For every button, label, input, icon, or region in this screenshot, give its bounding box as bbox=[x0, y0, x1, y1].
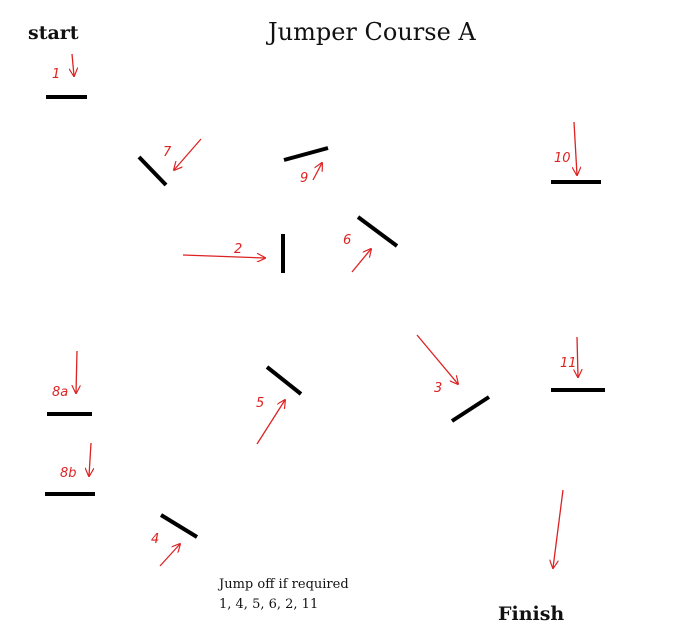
direction-arrow-4 bbox=[159, 544, 180, 567]
fence-number-7: 7 bbox=[163, 145, 172, 160]
direction-arrow-9 bbox=[312, 163, 322, 181]
fence-number-11: 11 bbox=[560, 356, 577, 371]
fence-number-2: 2 bbox=[234, 242, 242, 257]
fence-3 bbox=[450, 395, 491, 423]
jump-off-heading: Jump off if required bbox=[219, 577, 349, 592]
direction-arrow-6 bbox=[351, 249, 371, 273]
fence-7 bbox=[137, 155, 168, 187]
jump-off-sequence: 1, 4, 5, 6, 2, 11 bbox=[219, 597, 319, 612]
fence-number-6: 6 bbox=[343, 233, 351, 248]
direction-arrow-11 bbox=[577, 336, 578, 377]
direction-arrow-1 bbox=[72, 53, 74, 76]
direction-arrow-8a bbox=[76, 350, 77, 393]
fence-6 bbox=[356, 215, 399, 248]
fence-number-1: 1 bbox=[52, 67, 60, 82]
fence-number-3: 3 bbox=[434, 381, 442, 396]
fence-number-5: 5 bbox=[256, 396, 264, 411]
direction-arrow-10 bbox=[574, 121, 577, 175]
fence-number-9: 9 bbox=[300, 171, 308, 186]
direction-arrow-8b bbox=[89, 442, 91, 476]
fence-number-4: 4 bbox=[151, 532, 159, 547]
jump-off-note: Jump off if required 1, 4, 5, 6, 2, 11 bbox=[219, 575, 349, 615]
direction-arrow-2 bbox=[182, 255, 265, 258]
fence-number-8a: 8a bbox=[52, 385, 68, 400]
finish-arrow bbox=[553, 489, 564, 568]
fence-number-10: 10 bbox=[554, 151, 571, 166]
start-label: start bbox=[28, 22, 79, 44]
fence-5 bbox=[265, 365, 303, 396]
direction-arrow-3 bbox=[416, 334, 458, 384]
direction-arrow-5 bbox=[256, 400, 285, 445]
direction-arrow-7 bbox=[174, 138, 202, 170]
fence-9 bbox=[283, 146, 329, 162]
fence-4 bbox=[159, 513, 199, 539]
finish-label: Finish bbox=[498, 603, 565, 625]
fence-number-8b: 8b bbox=[60, 466, 77, 481]
course-title: Jumper Course A bbox=[268, 18, 476, 46]
